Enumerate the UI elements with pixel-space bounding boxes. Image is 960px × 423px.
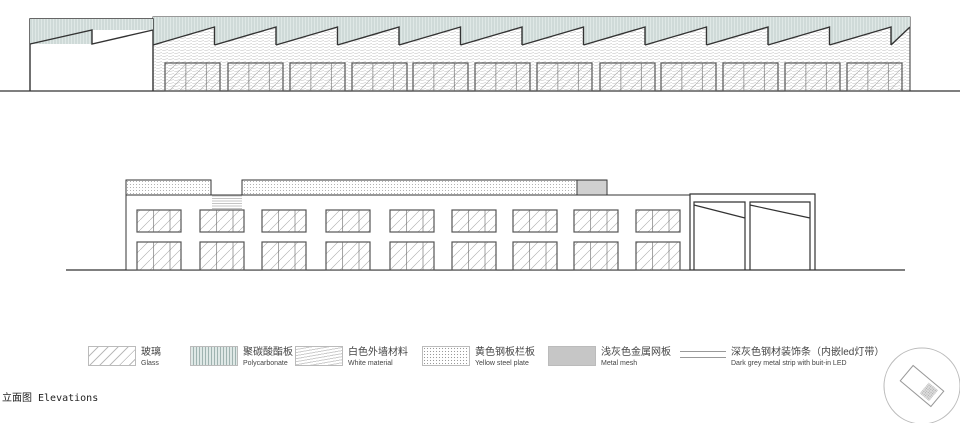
window	[660, 62, 717, 92]
legend-text: 深灰色钢材装饰条（内嵌led灯带） Dark grey metal strip w…	[731, 346, 884, 369]
window	[722, 62, 779, 92]
legend-item: 玻璃 Glass	[88, 346, 161, 369]
legend-label-en: Polycarbonate	[243, 360, 288, 367]
window	[846, 62, 903, 92]
legend-label-zh: 黄色钢板栏板	[475, 347, 535, 358]
legend-label-en: White material	[348, 360, 393, 367]
legend-swatch	[680, 346, 726, 364]
legend-swatch	[190, 346, 238, 366]
legend-item: 白色外墙材料 White material	[295, 346, 408, 369]
mesh-parapet	[576, 179, 608, 196]
legend-item: 黄色钢板栏板 Yellow steel plate	[422, 346, 535, 369]
window	[136, 241, 182, 271]
legend-label-zh: 聚碳酸酯板	[243, 347, 293, 358]
window	[389, 209, 435, 233]
window	[325, 209, 371, 233]
legend-text: 黄色钢板栏板 Yellow steel plate	[475, 346, 535, 369]
legend-label-zh: 浅灰色金属网板	[601, 347, 671, 358]
legend-label-en: Metal mesh	[601, 360, 638, 367]
yellow-parapet	[125, 179, 212, 196]
window	[227, 62, 284, 92]
legend-text: 浅灰色金属网板 Metal mesh	[601, 346, 671, 369]
window	[599, 62, 656, 92]
window	[451, 209, 497, 233]
side-sawtooth	[29, 29, 154, 45]
legend-swatch	[548, 346, 596, 366]
window	[451, 241, 497, 271]
legend-item: 深灰色钢材装饰条（内嵌led灯带） Dark grey metal strip w…	[680, 346, 884, 369]
sawtooth-roof-line	[152, 26, 911, 46]
legend-swatch	[295, 346, 343, 366]
legend-label-en: Glass	[141, 360, 159, 367]
window	[164, 62, 221, 92]
window	[573, 241, 619, 271]
yellow-parapet	[241, 179, 578, 196]
legend-swatch	[422, 346, 470, 366]
window	[635, 209, 681, 233]
window	[536, 62, 593, 92]
window	[512, 209, 558, 233]
legend-label-zh: 玻璃	[141, 347, 161, 358]
legend-label-en: Dark grey metal strip with buit-in LED	[731, 360, 847, 367]
compass-icon	[883, 347, 960, 423]
window	[412, 62, 469, 92]
polycarbonate-band	[153, 17, 910, 45]
legend-text: 玻璃 Glass	[141, 346, 161, 369]
window	[573, 209, 619, 233]
canopy-frame	[689, 193, 816, 270]
bottom-elevation	[66, 179, 905, 271]
window	[136, 209, 182, 233]
window	[199, 241, 245, 271]
window	[261, 241, 307, 271]
window	[784, 62, 841, 92]
window	[635, 241, 681, 271]
window	[389, 241, 435, 271]
window	[474, 62, 531, 92]
legend-item: 浅灰色金属网板 Metal mesh	[548, 346, 671, 369]
window	[512, 241, 558, 271]
legend-label-en: Yellow steel plate	[475, 360, 529, 367]
legend-text: 聚碳酸酯板 Polycarbonate	[243, 346, 293, 369]
legend-swatch	[88, 346, 136, 366]
legend-label-zh: 白色外墙材料	[348, 347, 408, 358]
window	[325, 241, 371, 271]
window	[351, 62, 408, 92]
window	[261, 209, 307, 233]
legend-label-zh: 深灰色钢材装饰条（内嵌led灯带）	[731, 347, 885, 358]
window	[289, 62, 346, 92]
legend-item: 聚碳酸酯板 Polycarbonate	[190, 346, 293, 369]
legend-text: 白色外墙材料 White material	[348, 346, 408, 369]
window	[199, 209, 245, 233]
top-elevation	[0, 16, 960, 92]
drawing-title: 立面图 Elevations	[2, 393, 99, 404]
